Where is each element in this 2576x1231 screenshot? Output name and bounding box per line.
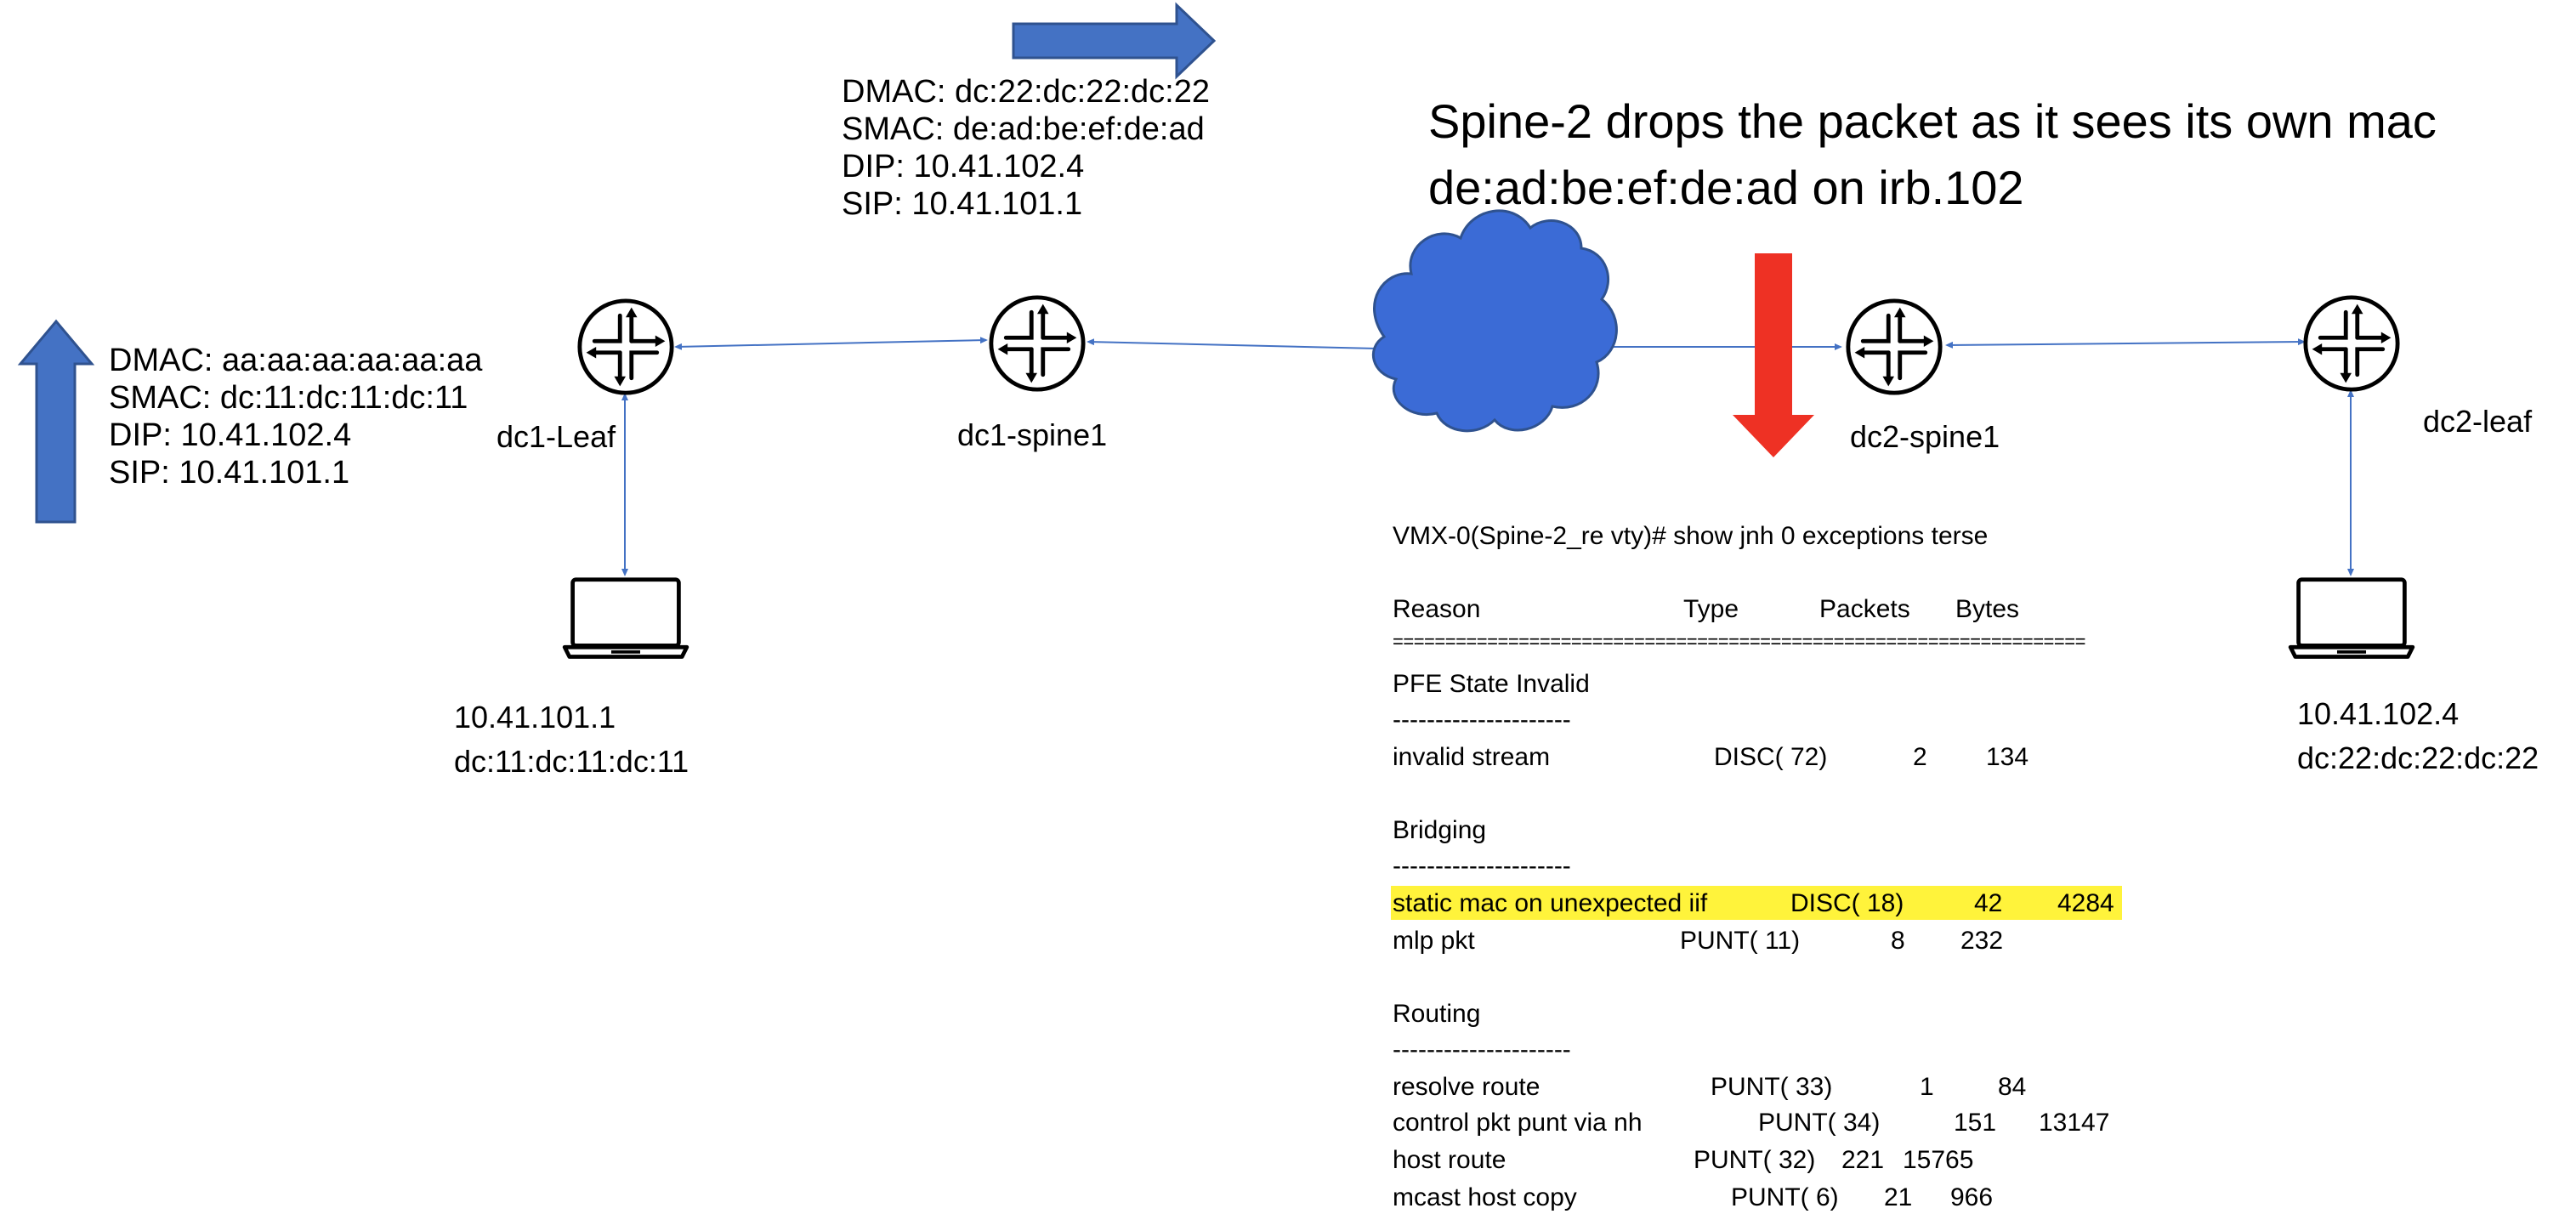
left-host-mac: dc:11:dc:11:dc:11 — [454, 744, 689, 779]
middle-packet-header: DMAC: dc:22:dc:22:dc:22 SMAC: de:ad:be:e… — [842, 73, 1210, 223]
cli-row-reason: control pkt punt via nh — [1393, 1109, 1643, 1137]
cli-row-reason: mlp pkt — [1393, 927, 1475, 955]
cli-row-packets: 151 — [1954, 1109, 1997, 1137]
cli-section-routing: Routing — [1393, 1000, 1481, 1028]
cloud-icon — [1371, 209, 1618, 433]
cli-row-bytes: 966 — [1950, 1183, 1994, 1211]
label-dc1-spine1: dc1-spine1 — [957, 417, 1108, 452]
left-host-addresses: 10.41.101.1 dc:11:dc:11:dc:11 — [454, 695, 689, 784]
left-smac: SMAC: dc:11:dc:11:dc:11 — [109, 380, 468, 416]
laptop-icon-right — [2290, 580, 2413, 657]
highlight-bar — [1391, 886, 2122, 920]
link-dc1leaf-dc1spine — [674, 337, 988, 350]
cli-header-bytes: Bytes — [1955, 595, 2020, 623]
cli-prompt: VMX-0(Spine-2_re vty)# show jnh 0 except… — [1393, 522, 1989, 550]
cli-dash-routing: --------------------- — [1393, 1035, 1571, 1064]
cli-row-reason: invalid stream — [1393, 743, 1551, 771]
cli-header-type: Type — [1683, 595, 1739, 623]
router-icon-dc2-leaf — [2306, 298, 2397, 389]
left-dip: DIP: 10.41.102.4 — [109, 417, 352, 453]
left-host-ip: 10.41.101.1 — [454, 700, 616, 735]
right-arrow-icon — [1012, 2, 1217, 80]
cli-row-bytes: 232 — [1960, 927, 2004, 955]
right-host-addresses: 10.41.102.4 dc:22:dc:22:dc:22 — [2297, 692, 2539, 780]
router-icon-dc1-spine1 — [991, 298, 1083, 389]
cli-row-packets: 42 — [1974, 889, 2003, 917]
cli-rule: ========================================… — [1393, 631, 2085, 652]
cli-row-reason: resolve route — [1393, 1073, 1540, 1101]
left-sip: SIP: 10.41.101.1 — [109, 455, 350, 491]
cli-row-type: PUNT( 11) — [1680, 927, 1801, 955]
cli-row-packets: 1 — [1920, 1073, 1934, 1101]
cli-row-type: PUNT( 32) — [1694, 1146, 1816, 1174]
cli-row-bytes: 15765 — [1903, 1146, 1974, 1174]
cli-dash-bridging: --------------------- — [1393, 852, 1571, 880]
cli-row-type: PUNT( 33) — [1711, 1073, 1833, 1101]
drop-arrow-icon — [1733, 253, 1814, 457]
link-lines — [621, 337, 2354, 576]
cli-row-type: PUNT( 34) — [1758, 1109, 1881, 1137]
headline-line1: Spine-2 drops the packet as it sees its … — [1428, 94, 2437, 148]
cli-row-packets: 21 — [1884, 1183, 1913, 1211]
middle-dip: DIP: 10.41.102.4 — [842, 149, 1085, 184]
middle-dmac: DMAC: dc:22:dc:22:dc:22 — [842, 74, 1210, 110]
cli-row-type: DISC( 18) — [1790, 889, 1904, 917]
cli-row-packets: 2 — [1913, 743, 1927, 771]
middle-smac: SMAC: de:ad:be:ef:de:ad — [842, 111, 1205, 147]
laptop-icon-left — [565, 580, 687, 657]
cli-row-bytes: 13147 — [2039, 1109, 2110, 1137]
label-dc1-leaf: dc1-Leaf — [496, 419, 616, 454]
cli-row-bytes: 134 — [1986, 743, 2029, 771]
up-arrow-icon — [17, 319, 95, 524]
left-dmac: DMAC: aa:aa:aa:aa:aa:aa — [109, 343, 483, 378]
cli-row-packets: 221 — [1841, 1146, 1885, 1174]
link-dc1spine-cloud — [1087, 338, 1378, 349]
router-icon-dc1-leaf — [580, 301, 672, 393]
cli-row-packets: 8 — [1891, 927, 1905, 955]
cli-section-bridging: Bridging — [1393, 816, 1487, 844]
link-dc2spine-dc2leaf — [1945, 338, 2306, 349]
left-packet-header: DMAC: aa:aa:aa:aa:aa:aa SMAC: dc:11:dc:1… — [109, 342, 482, 491]
cli-row-reason: host route — [1393, 1146, 1506, 1174]
cli-section-pfe: PFE State Invalid — [1393, 670, 1590, 698]
label-dc2-spine1: dc2-spine1 — [1850, 419, 2000, 454]
cli-row-type: PUNT( 6) — [1731, 1183, 1839, 1211]
label-dc2-leaf: dc2-leaf — [2423, 404, 2533, 439]
cli-row-bytes: 4284 — [2057, 889, 2114, 917]
cli-dash-pfe: --------------------- — [1393, 706, 1571, 734]
headline-line2: de:ad:be:ef:de:ad on irb.102 — [1428, 161, 2024, 214]
cli-row-bytes: 84 — [1998, 1073, 2027, 1101]
middle-sip: SIP: 10.41.101.1 — [842, 186, 1083, 222]
right-host-mac: dc:22:dc:22:dc:22 — [2297, 740, 2539, 775]
router-icon-dc2-spine1 — [1848, 301, 1940, 393]
cli-header-packets: Packets — [1819, 595, 1910, 623]
cli-row-reason: mcast host copy — [1393, 1183, 1577, 1211]
right-host-ip: 10.41.102.4 — [2297, 696, 2460, 731]
headline: Spine-2 drops the packet as it sees its … — [1428, 88, 2437, 221]
cli-header-reason: Reason — [1393, 595, 1481, 623]
cli-row-type: DISC( 72) — [1714, 743, 1828, 771]
cli-row-reason: static mac on unexpected iif — [1393, 889, 1708, 917]
